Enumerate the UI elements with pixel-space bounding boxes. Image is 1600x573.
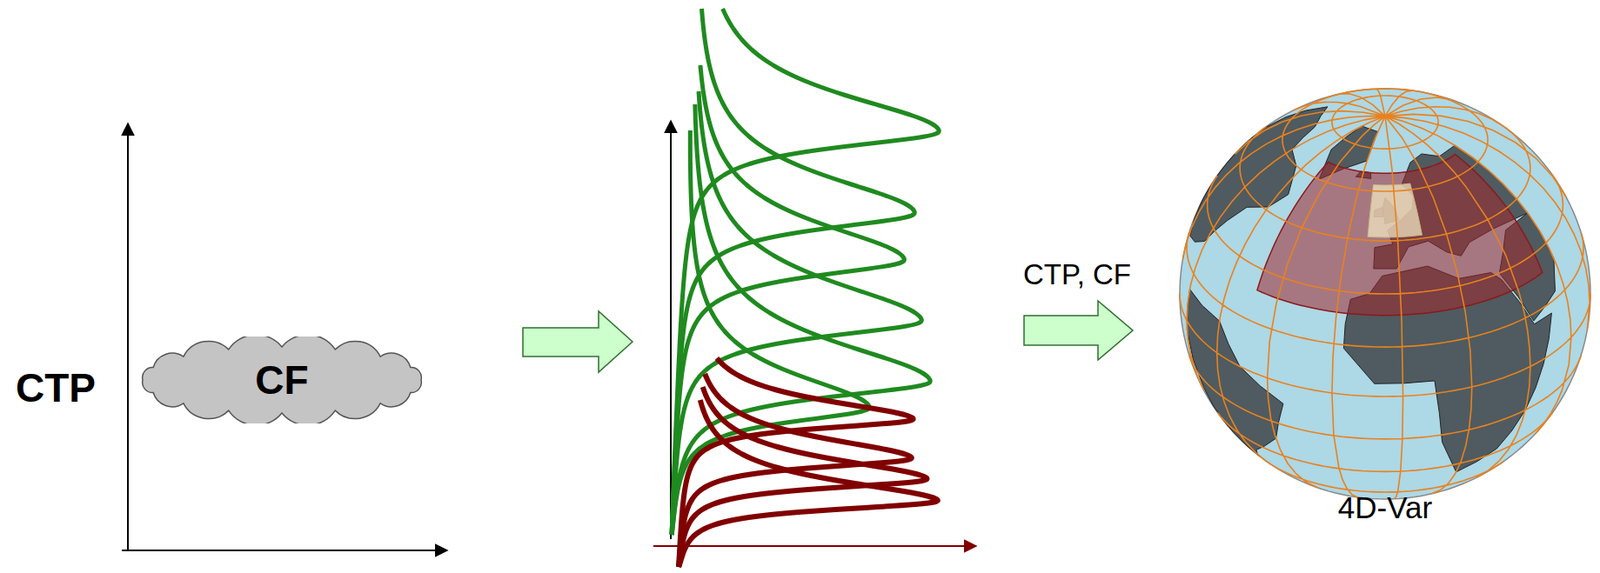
globe-caption: 4D-Var: [1178, 490, 1593, 526]
weighting-curve: [678, 387, 927, 568]
arrow-label: CTP, CF: [1023, 258, 1132, 292]
cloud-shape: CF: [132, 336, 432, 424]
x-axis: [653, 545, 977, 548]
globe: [1178, 87, 1593, 502]
globe-map: 4D-Var: [1178, 87, 1593, 526]
graticule: [1179, 88, 1591, 500]
cloud-outline: [142, 336, 422, 424]
weighting-curve: [678, 400, 938, 568]
y-axis: [127, 123, 129, 551]
cloud-label: CF: [254, 356, 308, 404]
x-axis: [121, 549, 448, 552]
axis-label: CTP: [15, 364, 96, 412]
ocean: [1179, 88, 1591, 500]
y-axis: [669, 120, 672, 540]
weighting-curve: [671, 8, 915, 534]
block-arrow: [522, 311, 633, 373]
weighting-curve: [678, 358, 914, 568]
block-arrow: [1024, 301, 1133, 361]
weighting-functions: [671, 8, 939, 568]
